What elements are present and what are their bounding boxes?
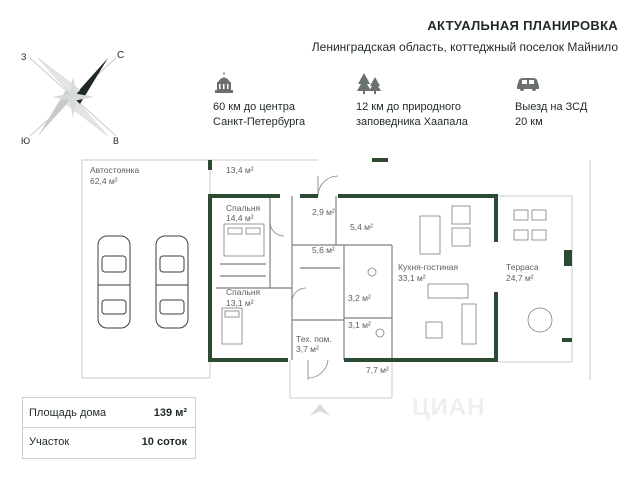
room-area: 5,4 м²: [350, 222, 373, 232]
info-distance-reserve: 12 км до природного заповедника Хаапала: [356, 72, 468, 130]
room-name: Спальня: [226, 203, 261, 213]
info-line: Санкт-Петербурга: [213, 116, 306, 128]
room-name: Тех. пом.: [296, 334, 332, 344]
car-icon: [517, 78, 539, 91]
door-swings: [269, 175, 339, 380]
room-area: 33,1 м²: [398, 273, 426, 283]
page-title: АКТУАЛЬНАЯ ПЛАНИРОВКА: [427, 18, 618, 33]
room-name: Кухня-гостиная: [398, 262, 459, 272]
compass-south: Ю: [21, 136, 30, 146]
car-right-icon: [155, 235, 189, 329]
info-line: 20 км: [515, 116, 543, 128]
compass-west: З: [21, 52, 26, 62]
compass-rose-icon: С З Ю В: [21, 50, 124, 146]
watermark: ЦИАН: [412, 394, 486, 421]
tree-icon: [357, 73, 381, 94]
landmark-icon: [215, 72, 233, 93]
room-area: 7,7 м²: [366, 365, 389, 375]
summary-label: Участок: [29, 436, 70, 448]
exterior-walls: [208, 158, 572, 362]
compass-north: С: [117, 50, 124, 61]
interior-walls: [216, 196, 393, 360]
room-name: Спальня: [226, 287, 261, 297]
info-highway-exit: Выезд на ЗСД 20 км: [515, 72, 587, 130]
room-area: 2,9 м²: [312, 207, 335, 217]
site-outline: [81, 159, 591, 399]
room-area: 5,6 м²: [312, 245, 335, 255]
room-area: 14,4 м²: [226, 213, 254, 223]
info-line: 60 км до центра: [213, 101, 295, 113]
info-line: Выезд на ЗСД: [515, 101, 588, 113]
car-left-icon: [97, 235, 131, 329]
room-area: 24,7 м²: [506, 273, 534, 283]
room-area: 3,2 м²: [348, 293, 371, 303]
room-name: Автостоянка: [90, 165, 140, 175]
summary-label: Площадь дома: [29, 407, 107, 419]
room-area: 13,1 м²: [226, 298, 254, 308]
furniture: [221, 205, 553, 345]
room-area: 3,1 м²: [348, 320, 371, 330]
summary-row-plot: Участок 10 соток: [29, 432, 187, 452]
header: АКТУАЛЬНАЯ ПЛАНИРОВКА Ленинградская обла…: [312, 18, 618, 54]
summary-value: 139 м²: [153, 407, 187, 419]
entrance-arrow-icon: [310, 404, 330, 416]
room-name: Терраса: [506, 262, 539, 272]
info-line: 12 км до природного: [356, 101, 462, 113]
room-area: 62,4 м²: [90, 176, 118, 186]
info-line: заповедника Хаапала: [356, 116, 468, 128]
summary-divider: [23, 427, 195, 428]
room-area: 13,4 м²: [226, 165, 254, 175]
summary-value: 10 соток: [141, 436, 187, 448]
compass-east: В: [113, 136, 119, 146]
info-distance-city: 60 км до центра Санкт-Петербурга: [213, 72, 305, 130]
summary-box: Площадь дома 139 м² Участок 10 соток: [22, 397, 196, 459]
room-area: 3,7 м²: [296, 344, 319, 354]
page-subtitle: Ленинградская область, коттеджный посело…: [311, 40, 618, 54]
summary-row-house: Площадь дома 139 м²: [29, 403, 187, 423]
